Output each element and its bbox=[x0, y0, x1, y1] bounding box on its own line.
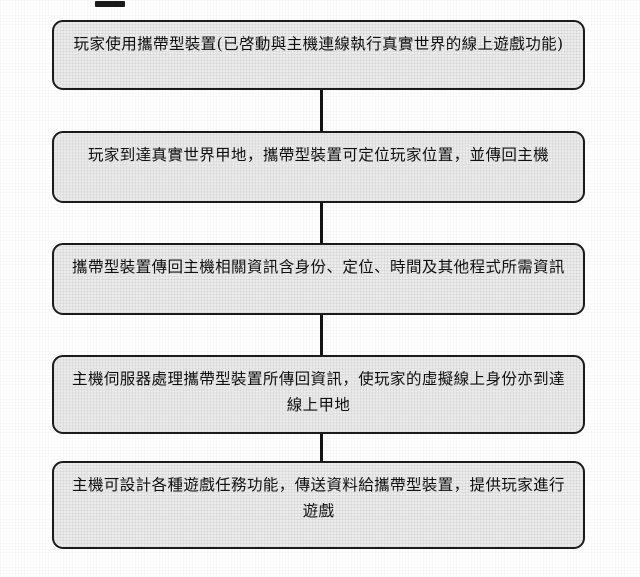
flowchart-step-4-label: 主機伺服器處理攜帶型裝置所傳回資訊，使玩家的虛擬線上身份亦到達 線上甲地 bbox=[72, 370, 565, 414]
flowchart-step-1-label: 玩家使用攜帶型裝置(已啓動與主機連線執行真實世界的線上遊戲功能) bbox=[73, 35, 564, 53]
scan-artifact-mark bbox=[95, 1, 125, 7]
flowchart-step-2: 玩家到達真實世界甲地，攜帶型裝置可定位玩家位置，並傳回主機 bbox=[52, 131, 585, 203]
flowchart-step-4: 主機伺服器處理攜帶型裝置所傳回資訊，使玩家的虛擬線上身份亦到達 線上甲地 bbox=[52, 355, 585, 434]
flowchart-step-3: 攜帶型裝置傳回主機相關資訊含身份、定位、時間及其他程式所需資訊 bbox=[52, 243, 585, 315]
flowchart-step-5: 主機可設計各種遊戲任務功能，傳送資料給攜帶型裝置，提供玩家進行 遊戲 bbox=[52, 461, 585, 549]
flowchart-connector-4 bbox=[320, 434, 323, 461]
flowchart-connector-2 bbox=[320, 203, 323, 243]
flowchart-step-1: 玩家使用攜帶型裝置(已啓動與主機連線執行真實世界的線上遊戲功能) bbox=[52, 20, 585, 90]
flowchart-connector-1 bbox=[320, 90, 323, 131]
flowchart-step-3-label: 攜帶型裝置傳回主機相關資訊含身份、定位、時間及其他程式所需資訊 bbox=[72, 258, 565, 276]
flowchart-connector-3 bbox=[320, 315, 323, 355]
flowchart-step-2-label: 玩家到達真實世界甲地，攜帶型裝置可定位玩家位置，並傳回主機 bbox=[87, 146, 550, 164]
flowchart-step-5-label: 主機可設計各種遊戲任務功能，傳送資料給攜帶型裝置，提供玩家進行 遊戲 bbox=[72, 476, 565, 520]
